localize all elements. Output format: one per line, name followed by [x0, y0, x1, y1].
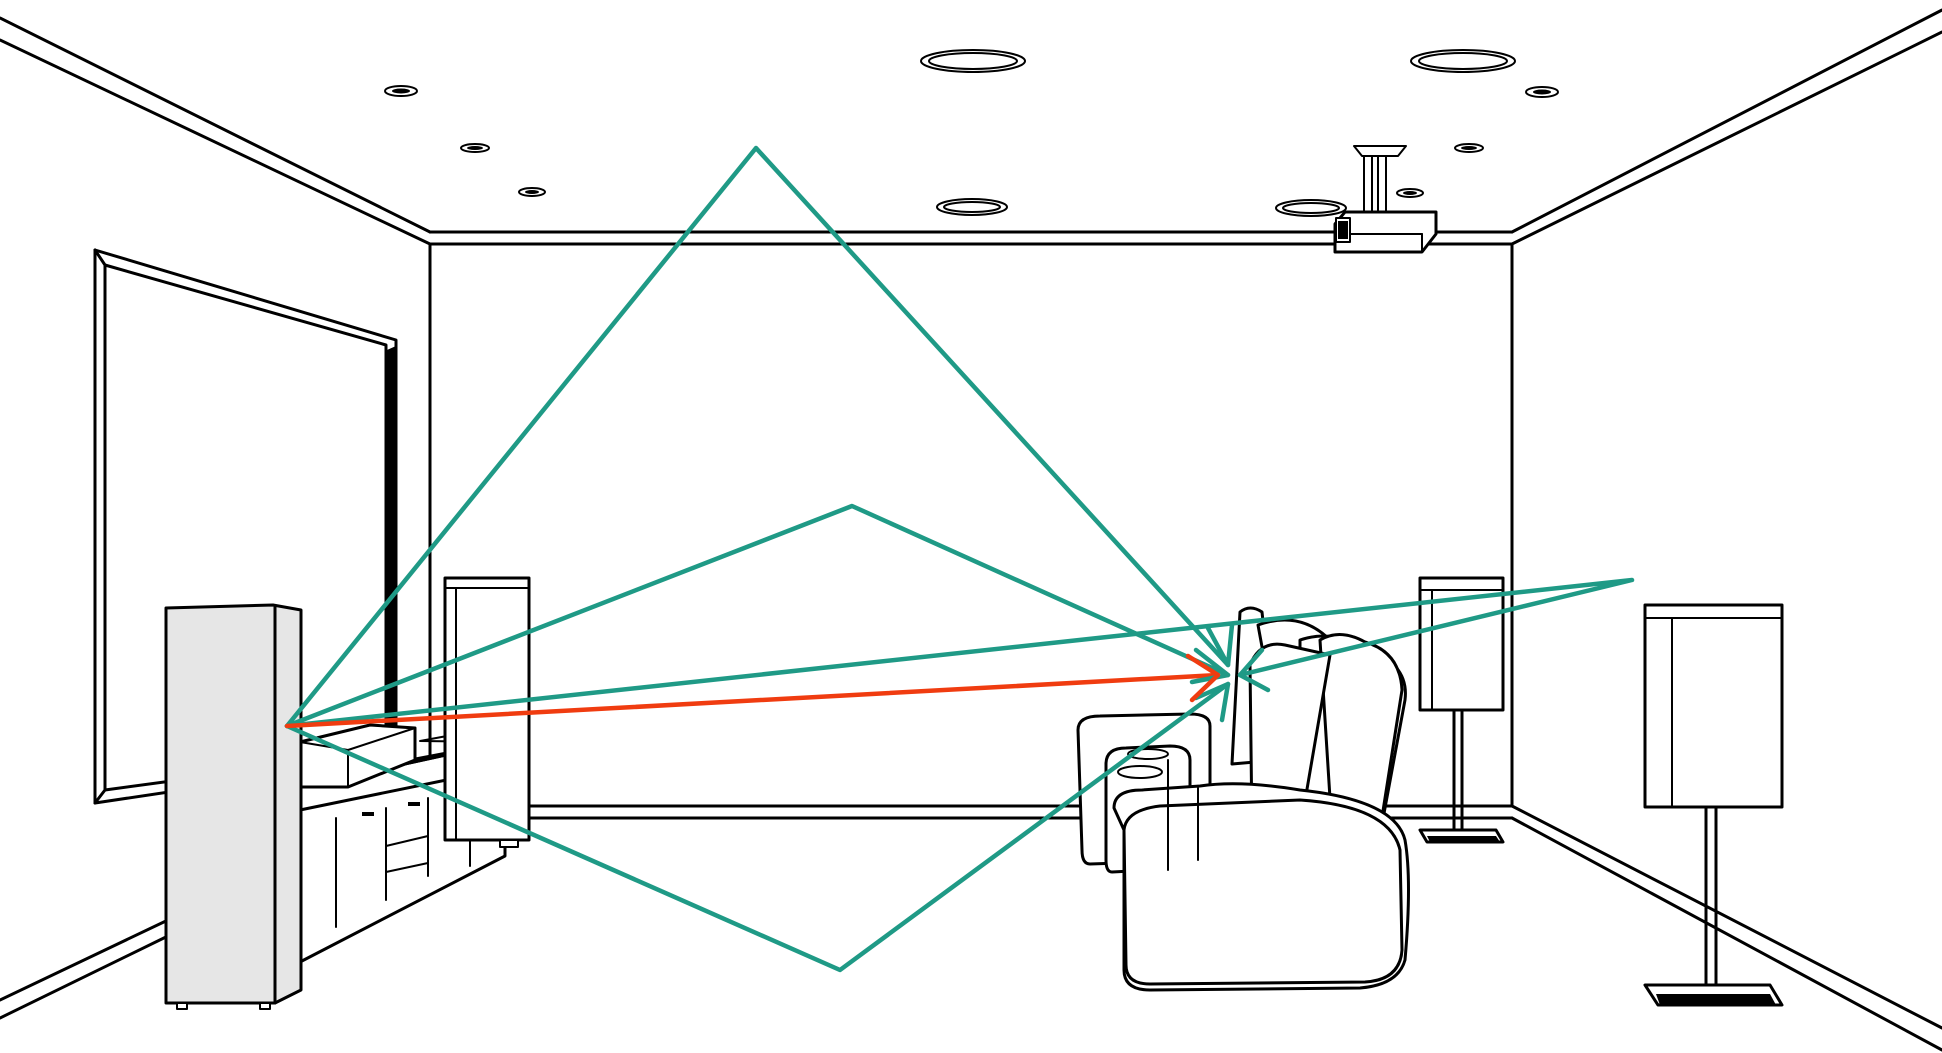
pin-light: [1525, 86, 1559, 98]
floor-reflection-path: [284, 681, 1231, 973]
back-wall-crown-molding: [428, 230, 1514, 246]
front-wall-reflection-path: [284, 503, 1231, 729]
side-wall-reflection-path: [284, 577, 1635, 729]
recliner-seats: [1076, 606, 1410, 992]
recessed-light-medium: [1275, 199, 1347, 217]
pin-light: [460, 143, 490, 153]
sound-paths: [284, 145, 1635, 973]
right-crown-molding: [1510, 8, 1942, 246]
recessed-light-large: [1410, 49, 1516, 73]
front-wall-reflection-arrowhead: [1189, 647, 1231, 685]
pin-light: [1396, 188, 1424, 198]
front-center-recliner: [1104, 633, 1410, 992]
pin-light: [518, 187, 546, 197]
recessed-light-large: [920, 49, 1026, 73]
rear-surround-speaker-stand: [1643, 603, 1784, 1007]
pin-light: [384, 85, 418, 97]
side-surround-speaker-stand: [1418, 576, 1505, 844]
right-floor-baseboard: [1510, 804, 1942, 1052]
ceiling-reflection-arrowhead: [1205, 622, 1235, 668]
side-wall-reflection-arrowhead: [1237, 647, 1271, 693]
direct-sound-arrowhead: [1185, 653, 1221, 703]
ceiling-lights: [384, 49, 1559, 217]
floor-reflection-arrowhead: [1193, 681, 1231, 723]
pin-light: [1454, 143, 1484, 153]
ceiling-projector: [1333, 145, 1438, 254]
left-crown-molding: [0, 16, 432, 246]
direct-sound-path: [284, 672, 1221, 729]
front-left-tower-speaker: [164, 603, 303, 1010]
ceiling-reflection-path: [284, 145, 1231, 729]
recessed-light-medium: [936, 198, 1008, 216]
